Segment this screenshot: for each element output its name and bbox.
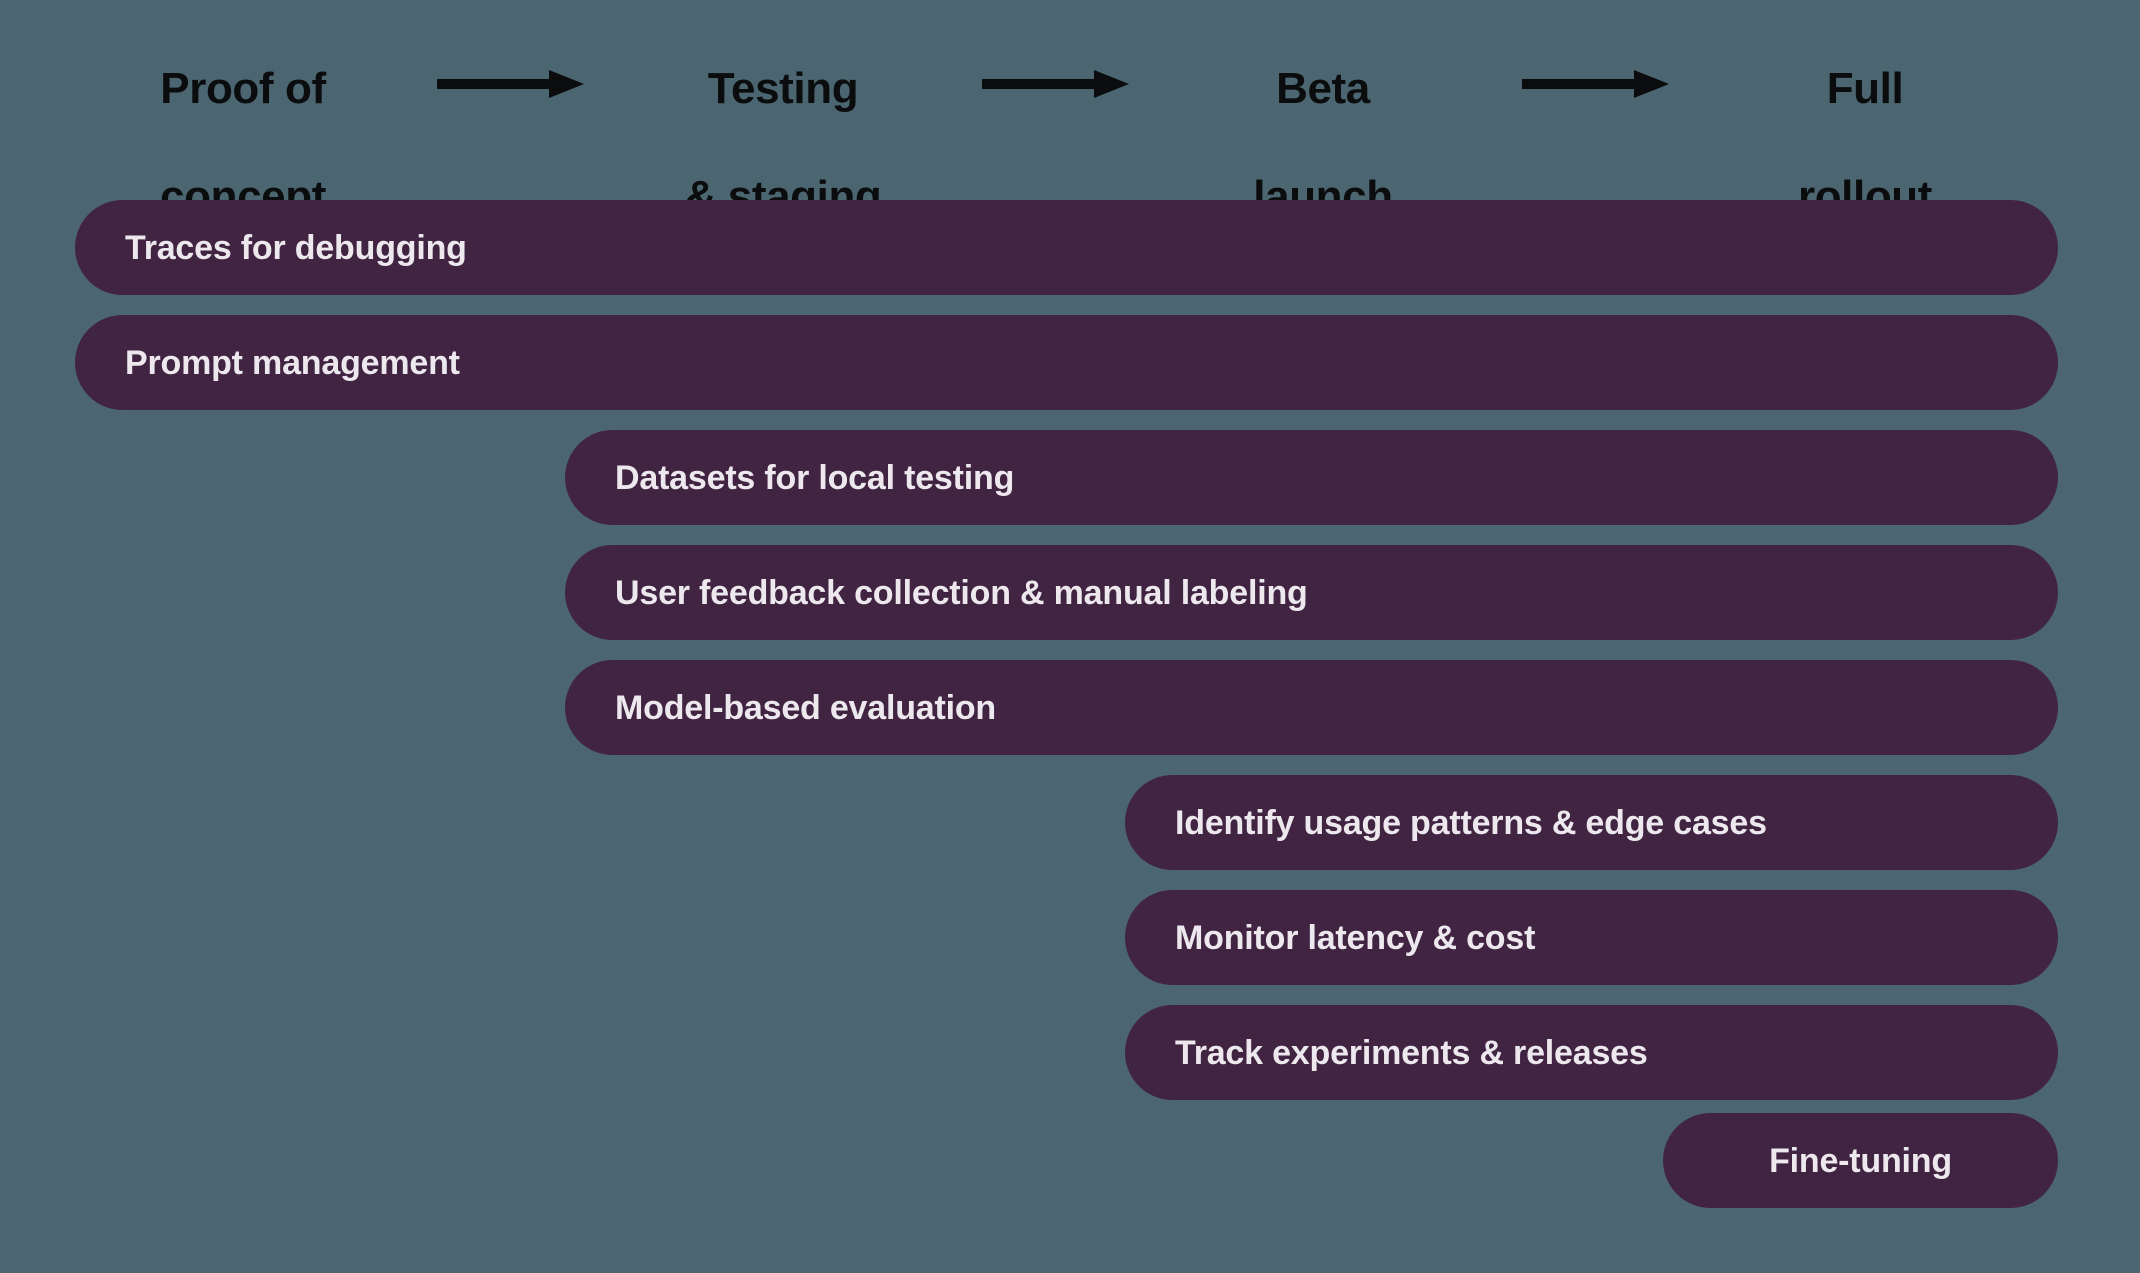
capability-label: Traces for debugging — [125, 228, 467, 267]
capability-pill-datasets-for-local-testing[interactable]: Datasets for local testing — [565, 430, 2058, 525]
capability-pill-model-based-evaluation[interactable]: Model-based evaluation — [565, 660, 2058, 755]
capability-label: Fine-tuning — [1769, 1141, 1952, 1180]
capability-label: Track experiments & releases — [1175, 1033, 1648, 1072]
capability-pill-prompt-management[interactable]: Prompt management — [75, 315, 2058, 410]
stage-label-line1: Testing — [707, 64, 859, 113]
capability-label: Prompt management — [125, 343, 460, 382]
stage-label-line1: Beta — [1276, 64, 1370, 113]
capability-pill-track-experiments-and-releases[interactable]: Track experiments & releases — [1125, 1005, 2058, 1100]
capability-label: User feedback collection & manual labeli… — [615, 573, 1308, 612]
capability-label: Model-based evaluation — [615, 688, 997, 727]
capability-label: Identify usage patterns & edge cases — [1175, 803, 1767, 842]
capability-pill-traces-for-debugging[interactable]: Traces for debugging — [75, 200, 2058, 295]
arrow-right-icon — [982, 62, 1132, 106]
capability-pill-fine-tuning[interactable]: Fine-tuning — [1663, 1113, 2058, 1208]
capability-label: Monitor latency & cost — [1175, 918, 1536, 957]
arrow-right-icon — [437, 62, 587, 106]
stage-label-line1: Proof of — [160, 64, 326, 113]
capability-label: Datasets for local testing — [615, 458, 1015, 497]
capability-pill-user-feedback-collection[interactable]: User feedback collection & manual labeli… — [565, 545, 2058, 640]
arrow-right-icon — [1522, 62, 1672, 106]
stage-label-line1: Full — [1826, 64, 1904, 113]
capability-pill-monitor-latency-and-cost[interactable]: Monitor latency & cost — [1125, 890, 2058, 985]
capability-pill-identify-usage-patterns[interactable]: Identify usage patterns & edge cases — [1125, 775, 2058, 870]
